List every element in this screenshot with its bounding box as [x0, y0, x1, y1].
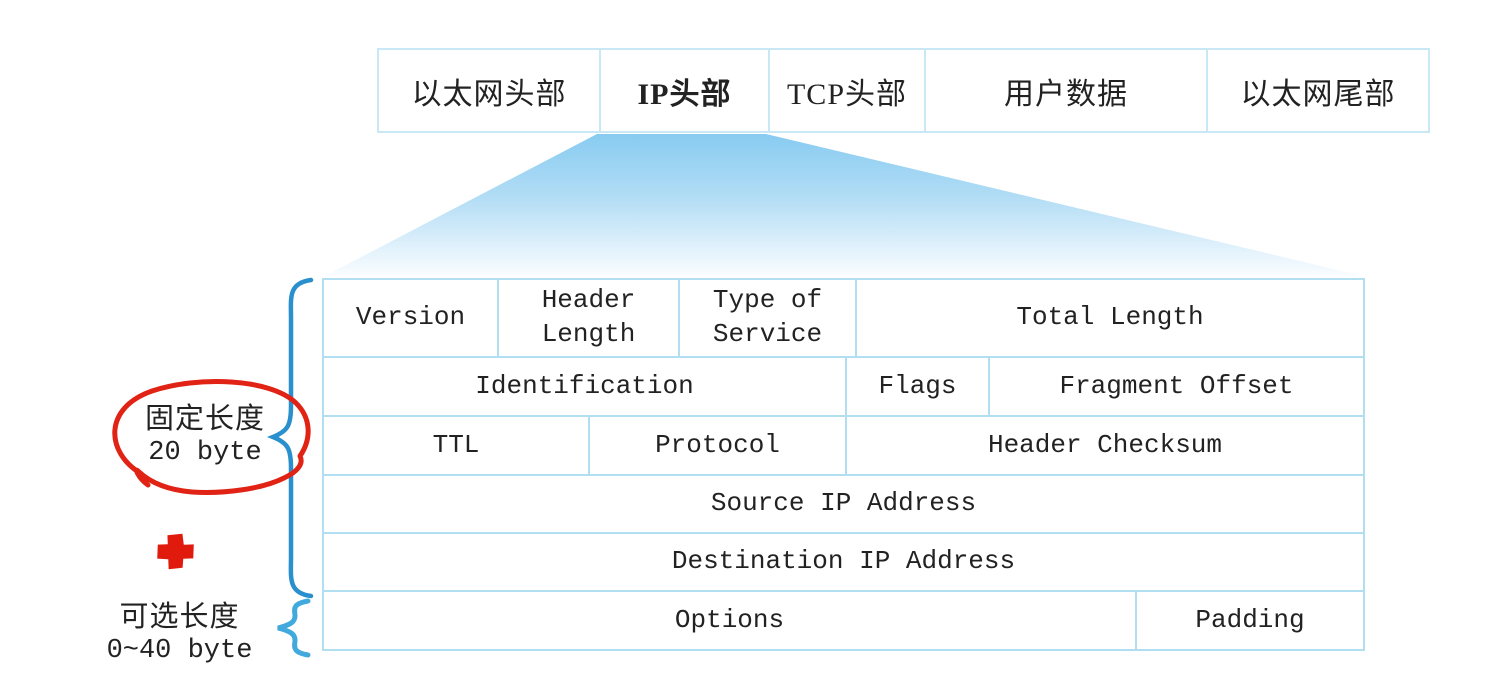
field-padding: Padding [1195, 604, 1305, 635]
table-row-4: Source IP Address [324, 476, 1363, 534]
packet-structure-bar: 以太网头部 IP头部 TCP头部 用户数据 以太网尾部 [377, 48, 1430, 133]
field-source-ip-address: Source IP Address [710, 488, 977, 519]
field-type-of-service: Type of Service [680, 280, 857, 356]
table-row-6: Options Padding [324, 592, 1363, 649]
frame-cell-user-data: 用户数据 [926, 50, 1208, 131]
field-options: Options [324, 592, 1137, 649]
fixed-length-label-line2: 20 byte [148, 437, 262, 468]
field-header-length: Header Length [499, 280, 680, 356]
optional-length-label-line1: 可选长度 [119, 601, 240, 633]
field-protocol: Protocol [590, 417, 847, 474]
frame-cell-ip-header: IP头部 [601, 50, 770, 131]
field-identification: Identification [324, 358, 847, 415]
field-version: Version [324, 280, 499, 356]
frame-cell-tcp-header: TCP头部 [770, 50, 926, 131]
table-row-2: Identification Flags Fragment Offset [324, 358, 1363, 417]
field-fragment-offset: Fragment Offset [1059, 370, 1294, 401]
optional-length-label: 可选长度 0~40 byte [82, 600, 277, 667]
optional-length-brace-icon [277, 598, 311, 658]
table-row-5: Destination IP Address [324, 534, 1363, 592]
ip-header-field-table: Version Header Length Type of Service To… [322, 278, 1365, 651]
field-ttl: TTL [324, 417, 590, 474]
frame-cell-ethernet-trailer: 以太网尾部 [1240, 77, 1396, 111]
field-header-checksum: Header Checksum [987, 429, 1223, 460]
fixed-length-label-line1: 固定长度 [144, 403, 265, 435]
optional-length-label-line2: 0~40 byte [106, 635, 253, 666]
table-row-3: TTL Protocol Header Checksum [324, 417, 1363, 476]
fixed-length-label: 固定长度 20 byte [110, 402, 300, 469]
field-destination-ip-address: Destination IP Address [671, 546, 1016, 577]
field-flags: Flags [847, 358, 990, 415]
red-plus-icon [157, 533, 194, 570]
frame-cell-ethernet-header: 以太网头部 [379, 50, 601, 131]
zoom-funnel-shape [323, 134, 1367, 277]
table-row-1: Version Header Length Type of Service To… [324, 280, 1363, 358]
field-total-length: Total Length [1016, 302, 1204, 333]
